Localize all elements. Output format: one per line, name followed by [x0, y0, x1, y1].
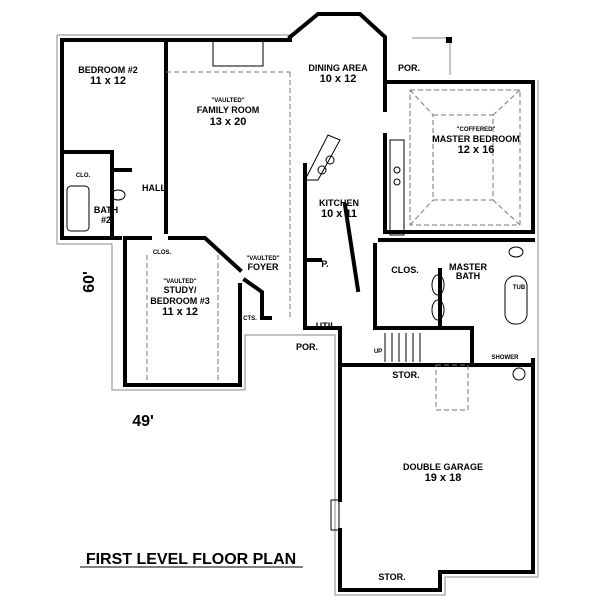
bedroom2-name: BEDROOM #2: [78, 65, 138, 75]
bathtub-icon: [66, 185, 90, 232]
study-size: 11 x 12: [162, 306, 198, 318]
width-dimension: 49': [132, 413, 154, 430]
family-note: "VAULTED": [211, 98, 244, 104]
attic-access: [435, 364, 469, 411]
family-size: 13 x 20: [210, 116, 247, 128]
porch-rear-name: POR.: [398, 63, 420, 73]
stairs: [384, 333, 421, 362]
porch-front-name: POR.: [296, 342, 318, 352]
post-icon: [446, 37, 452, 43]
pantry-name: P.: [321, 259, 328, 269]
hall-name: HALL: [142, 183, 166, 193]
exterior-outline: [56, 34, 539, 596]
garage-size: 19 x 18: [425, 472, 462, 484]
kitchen-island-icon: [304, 134, 341, 181]
tub-icon: [504, 275, 528, 325]
garage-door: [330, 499, 340, 531]
dining-size: 10 x 12: [320, 73, 357, 85]
master-clos-name: CLOS.: [391, 265, 419, 275]
master-note: "COFFERED": [457, 127, 496, 133]
master-bath-name: MASTER: [449, 262, 488, 272]
walls: [60, 12, 535, 592]
kitchen-size: 10 x 11: [321, 208, 357, 220]
dining-name: DINING AREA: [308, 63, 368, 73]
garage-name: DOUBLE GARAGE: [403, 462, 483, 472]
study-note: "VAULTED": [163, 279, 196, 285]
study-name2: BEDROOM #3: [150, 296, 210, 306]
shower-label: SHOWER: [492, 355, 520, 361]
clo-name: CLO.: [76, 173, 91, 179]
stor1-name: STOR.: [392, 370, 419, 380]
toilet-icon: [508, 246, 524, 258]
study-name: STUDY/: [163, 285, 197, 295]
bath2-name: BATH: [94, 205, 118, 215]
depth-dimension: 60': [81, 271, 98, 293]
master-bath-name2: BATH: [456, 271, 480, 281]
family-name: FAMILY ROOM: [197, 105, 260, 115]
kitchen-name: KITCHEN: [319, 198, 359, 208]
cts-name: CTS.: [243, 316, 257, 322]
bath2-number: #2: [101, 215, 111, 225]
master-name: MASTER BEDROOM: [432, 134, 520, 144]
labels: BEDROOM #2 11 x 12 "VAULTED" FAMILY ROOM…: [76, 63, 526, 582]
study-clos-name: CLOS.: [153, 250, 172, 256]
fireplace-icon: [212, 39, 264, 67]
water-heater-icon: [512, 367, 526, 381]
stairs-up-label: UP: [374, 349, 382, 355]
sink-icon: [110, 189, 126, 201]
bedroom2-size: 11 x 12: [90, 75, 126, 87]
master-size: 12 x 16: [458, 144, 495, 156]
fixtures: [66, 39, 528, 568]
stor2-name: STOR.: [378, 572, 405, 582]
counter-icon: [389, 139, 405, 236]
tub-label: TUB: [513, 285, 526, 291]
foyer-name: FOYER: [247, 262, 279, 272]
foyer-note: "VAULTED": [246, 256, 279, 262]
plan-title: FIRST LEVEL FLOOR PLAN: [86, 551, 296, 568]
util-name: UTIL.: [316, 321, 339, 331]
